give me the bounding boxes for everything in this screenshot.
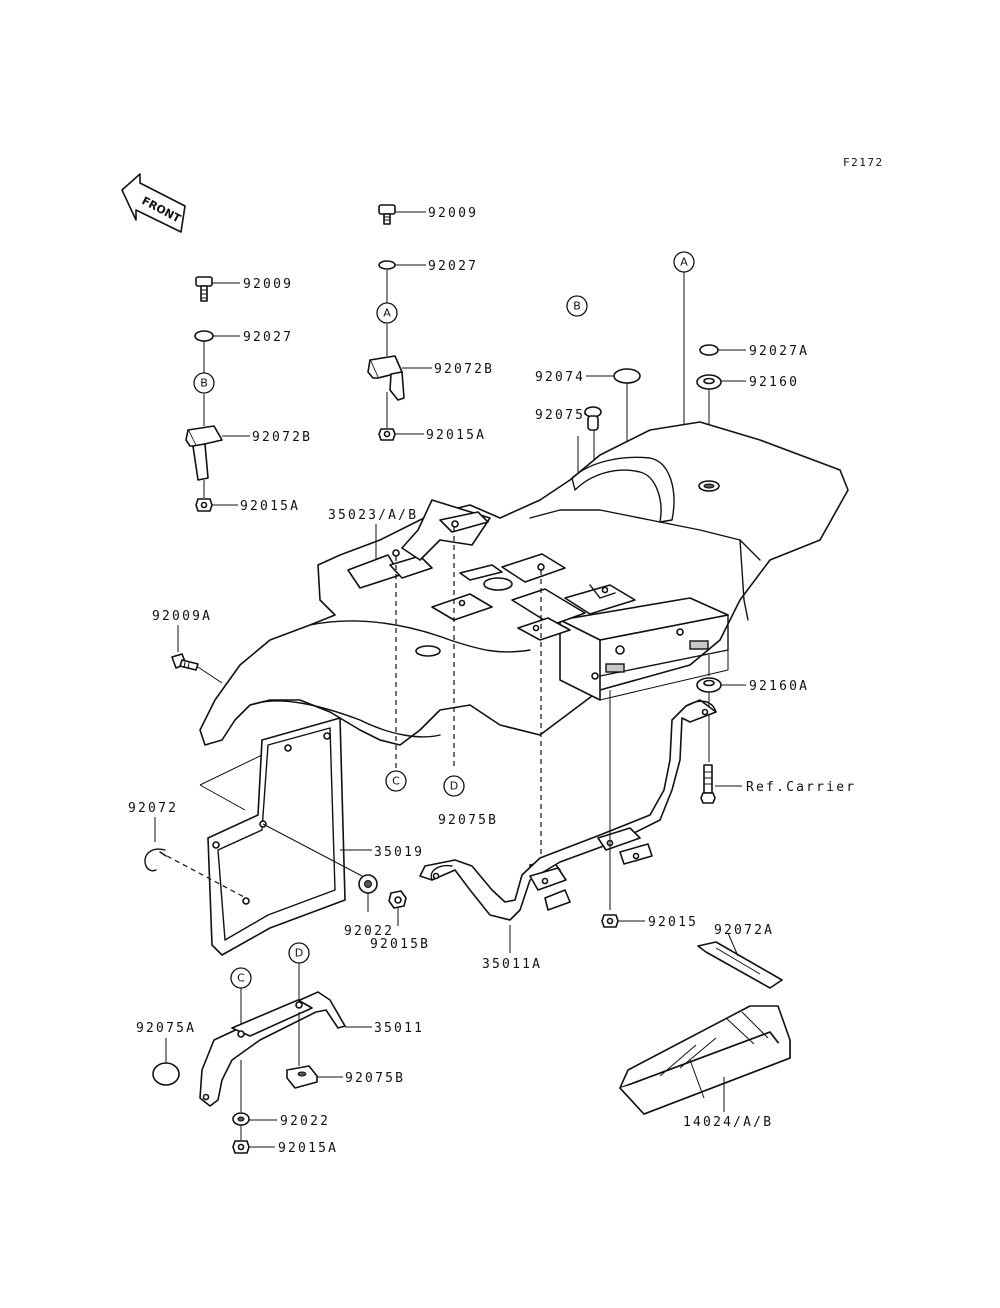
label-92027-left: 92027 [243, 330, 293, 345]
diagram-code: F2172 [843, 156, 884, 169]
carrier-frame-35011a [419, 690, 717, 953]
cap-92074 [586, 368, 641, 652]
nut-92015b [388, 890, 407, 926]
svg-text:C: C [392, 775, 400, 788]
svg-text:B: B [573, 300, 581, 313]
label-92009-left: 92009 [243, 277, 293, 292]
svg-text:C: C [237, 972, 245, 985]
bolt-92009a [171, 653, 223, 684]
label-14024: 14024/A/B [683, 1115, 773, 1130]
label-92015a-low: 92015A [278, 1141, 338, 1156]
marker-b-left: B [193, 372, 215, 394]
svg-text:D: D [295, 947, 303, 960]
label-92015b: 92015B [370, 937, 430, 952]
clip-nut-92075b-low [286, 1065, 343, 1089]
svg-text:A: A [383, 307, 391, 320]
label-92027a: 92027A [749, 344, 809, 359]
svg-text:B: B [200, 377, 208, 390]
label-92015a-top: 92015A [426, 428, 486, 443]
nut-92015a-low [232, 1140, 275, 1154]
label-35011a: 35011A [482, 957, 542, 972]
mud-flap-35019 [166, 717, 372, 956]
label-92074: 92074 [535, 370, 585, 385]
strap-92072a [697, 932, 783, 989]
marker-a-top: A [376, 302, 398, 324]
cap-92075a [152, 1038, 180, 1086]
top-center-fastener-stack [367, 204, 432, 441]
label-92015a-left: 92015A [240, 499, 300, 514]
label-92075a: 92075A [136, 1021, 196, 1036]
rear-fender-body [199, 421, 849, 746]
washer-92027a [699, 344, 746, 356]
label-92072b-left: 92072B [252, 430, 312, 445]
front-arrow-icon: FRONT [121, 173, 186, 233]
washer-92022-mid [358, 874, 378, 912]
label-92022-mid: 92022 [344, 924, 394, 939]
label-92022-low: 92022 [280, 1114, 330, 1129]
label-35011: 35011 [374, 1021, 424, 1036]
label-92072a: 92072A [714, 923, 774, 938]
label-92027-top: 92027 [428, 259, 478, 274]
label-92072b-top: 92072B [434, 362, 494, 377]
label-92075b-low: 92075B [345, 1071, 405, 1086]
marker-d-mid: D [443, 775, 465, 797]
label-92015: 92015 [648, 915, 698, 930]
label-92160: 92160 [749, 375, 799, 390]
left-fastener-stack [185, 276, 250, 512]
label-35019: 35019 [374, 845, 424, 860]
label-92075b-mid: 92075B [438, 813, 498, 828]
label-35023: 35023/A/B [328, 508, 418, 523]
marker-c-low: C [230, 967, 252, 989]
label-ref-carrier: Ref.Carrier [746, 780, 856, 795]
grommet-92160a [696, 655, 746, 804]
washer-92022-low [232, 1112, 277, 1140]
label-92160a: 92160A [749, 679, 809, 694]
bracket-35011 [199, 991, 372, 1112]
label-92072: 92072 [128, 801, 178, 816]
label-92075: 92075 [535, 408, 585, 423]
marker-c-mid: C [385, 770, 407, 792]
svg-text:D: D [450, 780, 458, 793]
box-14024 [619, 1005, 791, 1115]
label-92009a: 92009A [152, 609, 212, 624]
marker-b-right: B [566, 295, 588, 317]
svg-text:A: A [680, 256, 688, 269]
clip-92072 [144, 817, 167, 872]
nut-92015 [601, 914, 645, 928]
marker-a-right: A [673, 251, 695, 273]
label-92009-top: 92009 [428, 206, 478, 221]
marker-d-low: D [288, 942, 310, 964]
